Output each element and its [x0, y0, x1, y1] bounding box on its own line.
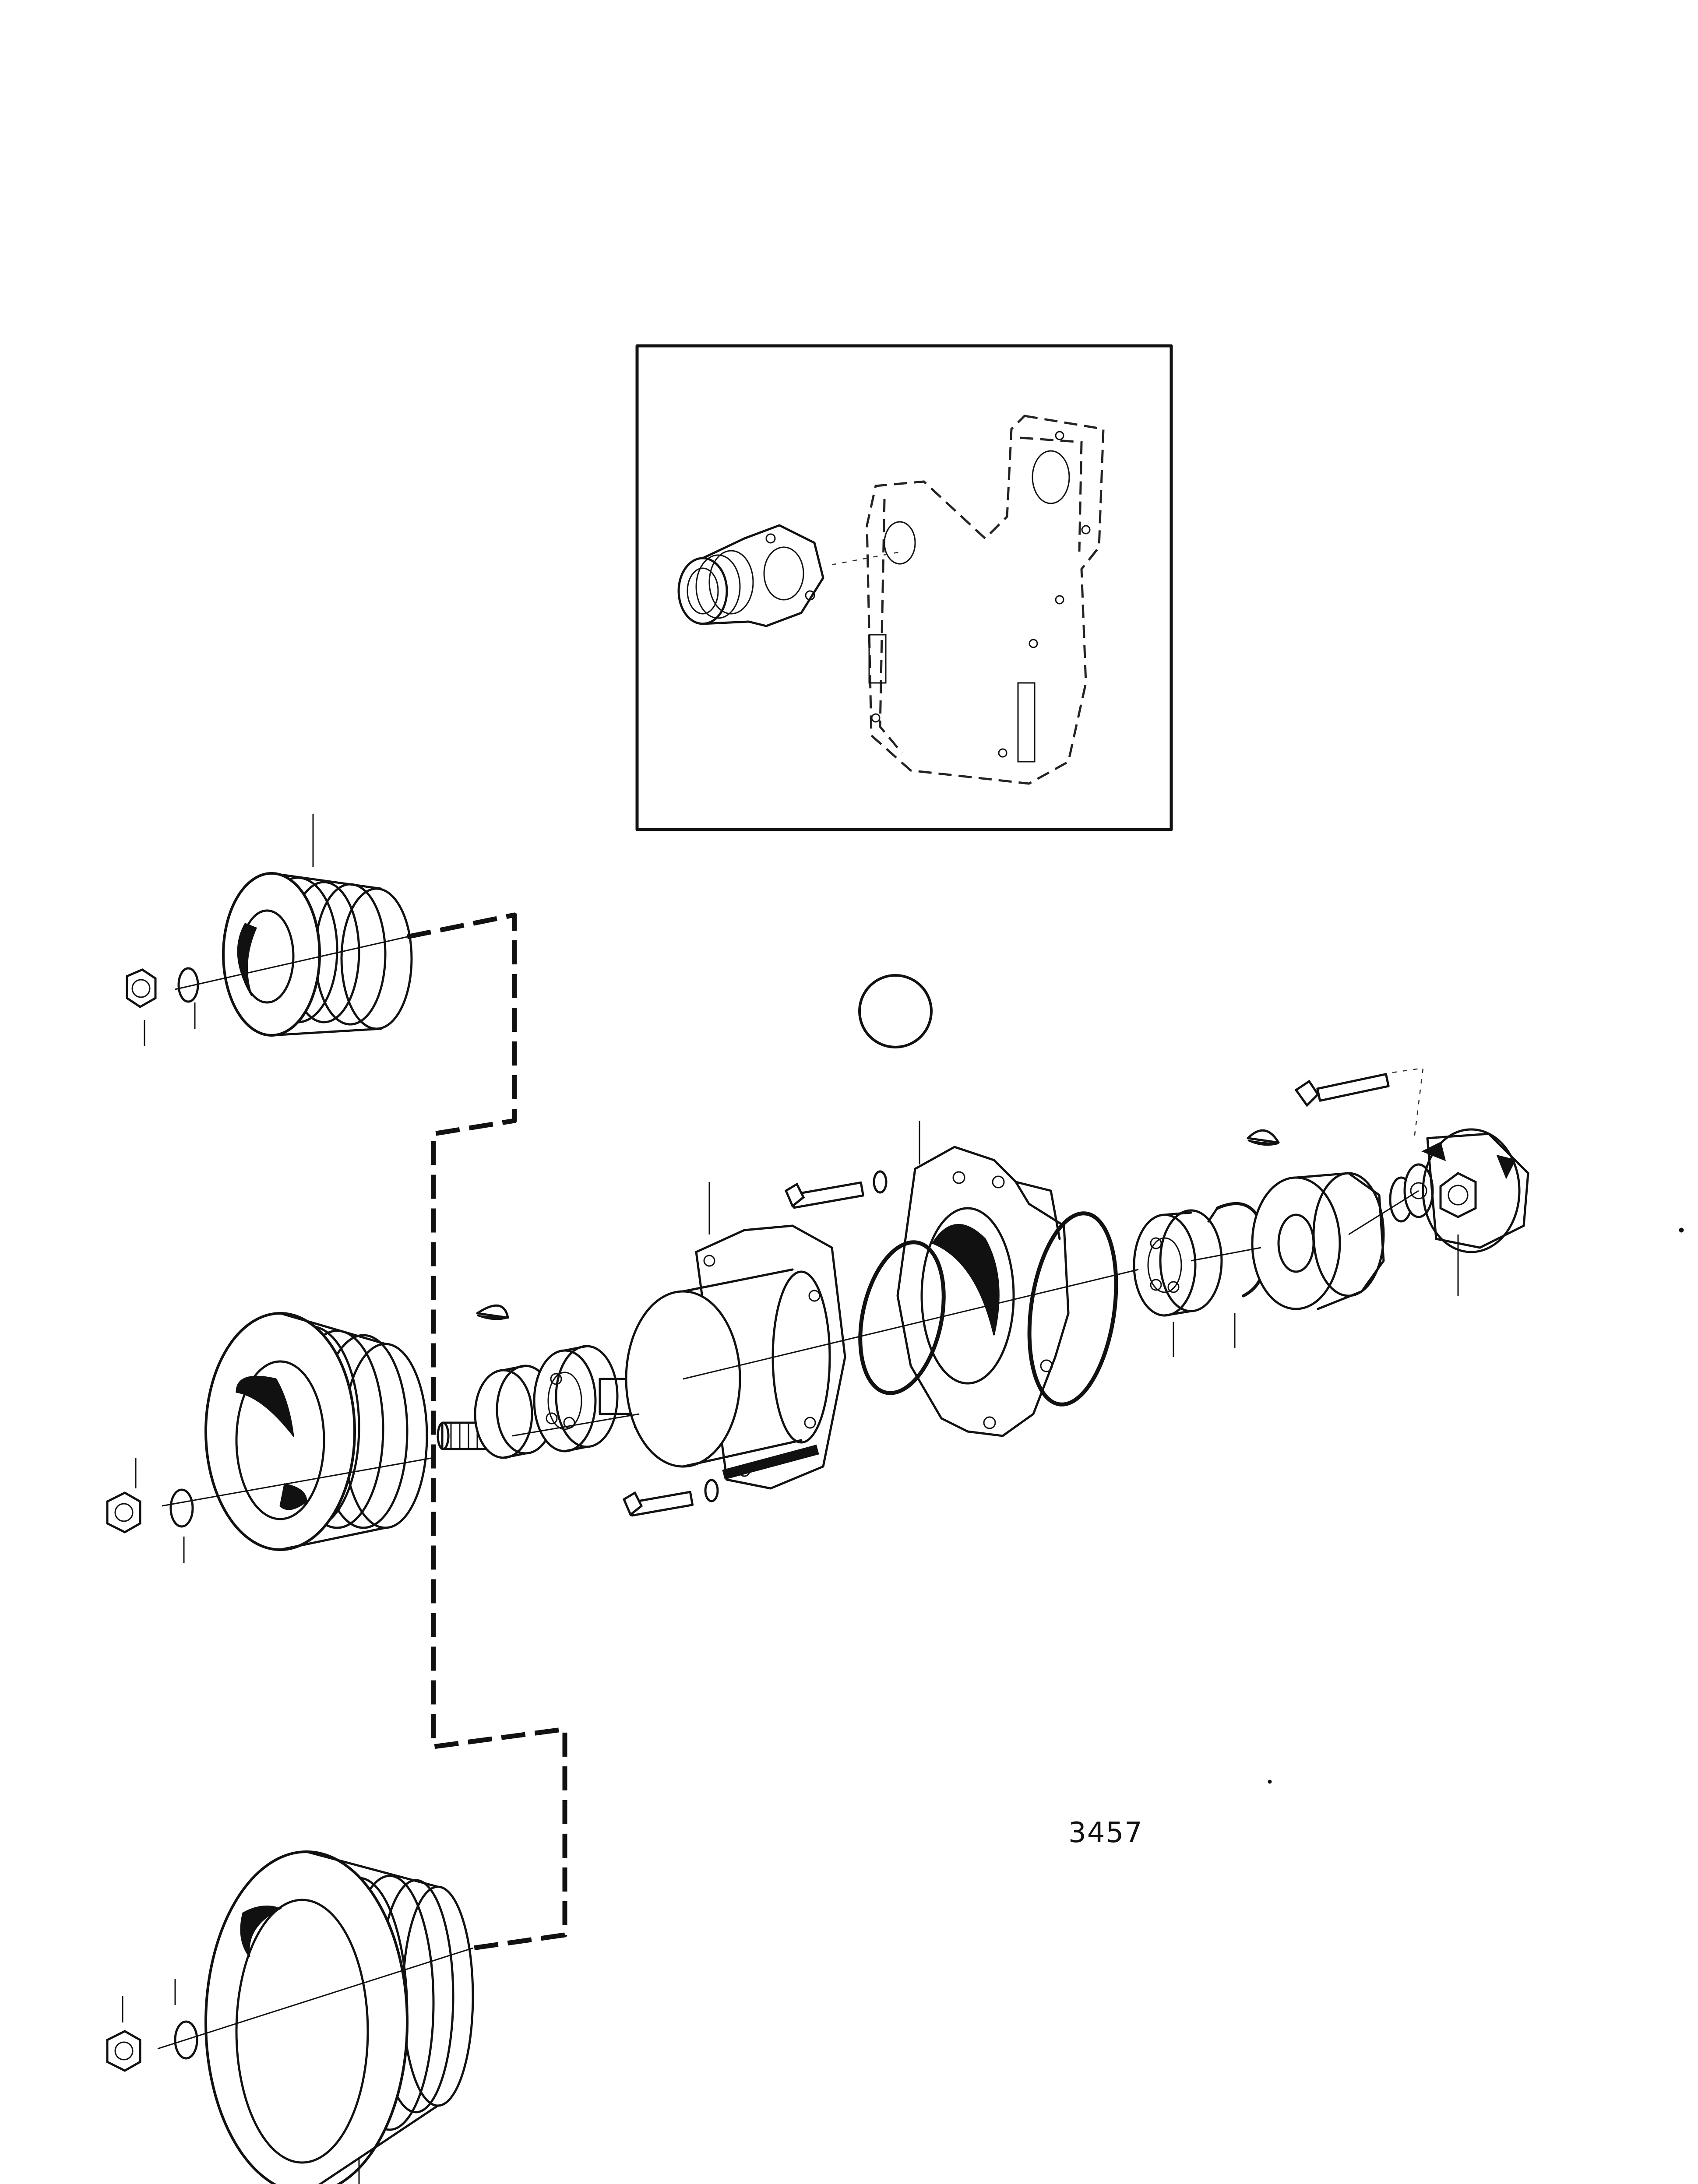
top-pulley-icon [126, 814, 413, 1046]
bolt-icon [622, 1479, 719, 1517]
cover-plug-icon [858, 974, 933, 1048]
middle-pulley-icon [106, 1312, 434, 1563]
assembly-axis [512, 1121, 1419, 1437]
bolt-icon [784, 1170, 888, 1209]
bolt-icon [1294, 1067, 1424, 1139]
inset-timing-cover [635, 344, 1173, 831]
pulley-alternative-bracket [406, 912, 567, 1951]
bottom-pulley-icon [106, 1850, 474, 2184]
pump-housing-icon [622, 1146, 1118, 1517]
thermostat-housing-icon [677, 524, 824, 627]
right-bearing-assembly-icon [1133, 1067, 1529, 1317]
figure-number: 3457 [1068, 1817, 1143, 1849]
